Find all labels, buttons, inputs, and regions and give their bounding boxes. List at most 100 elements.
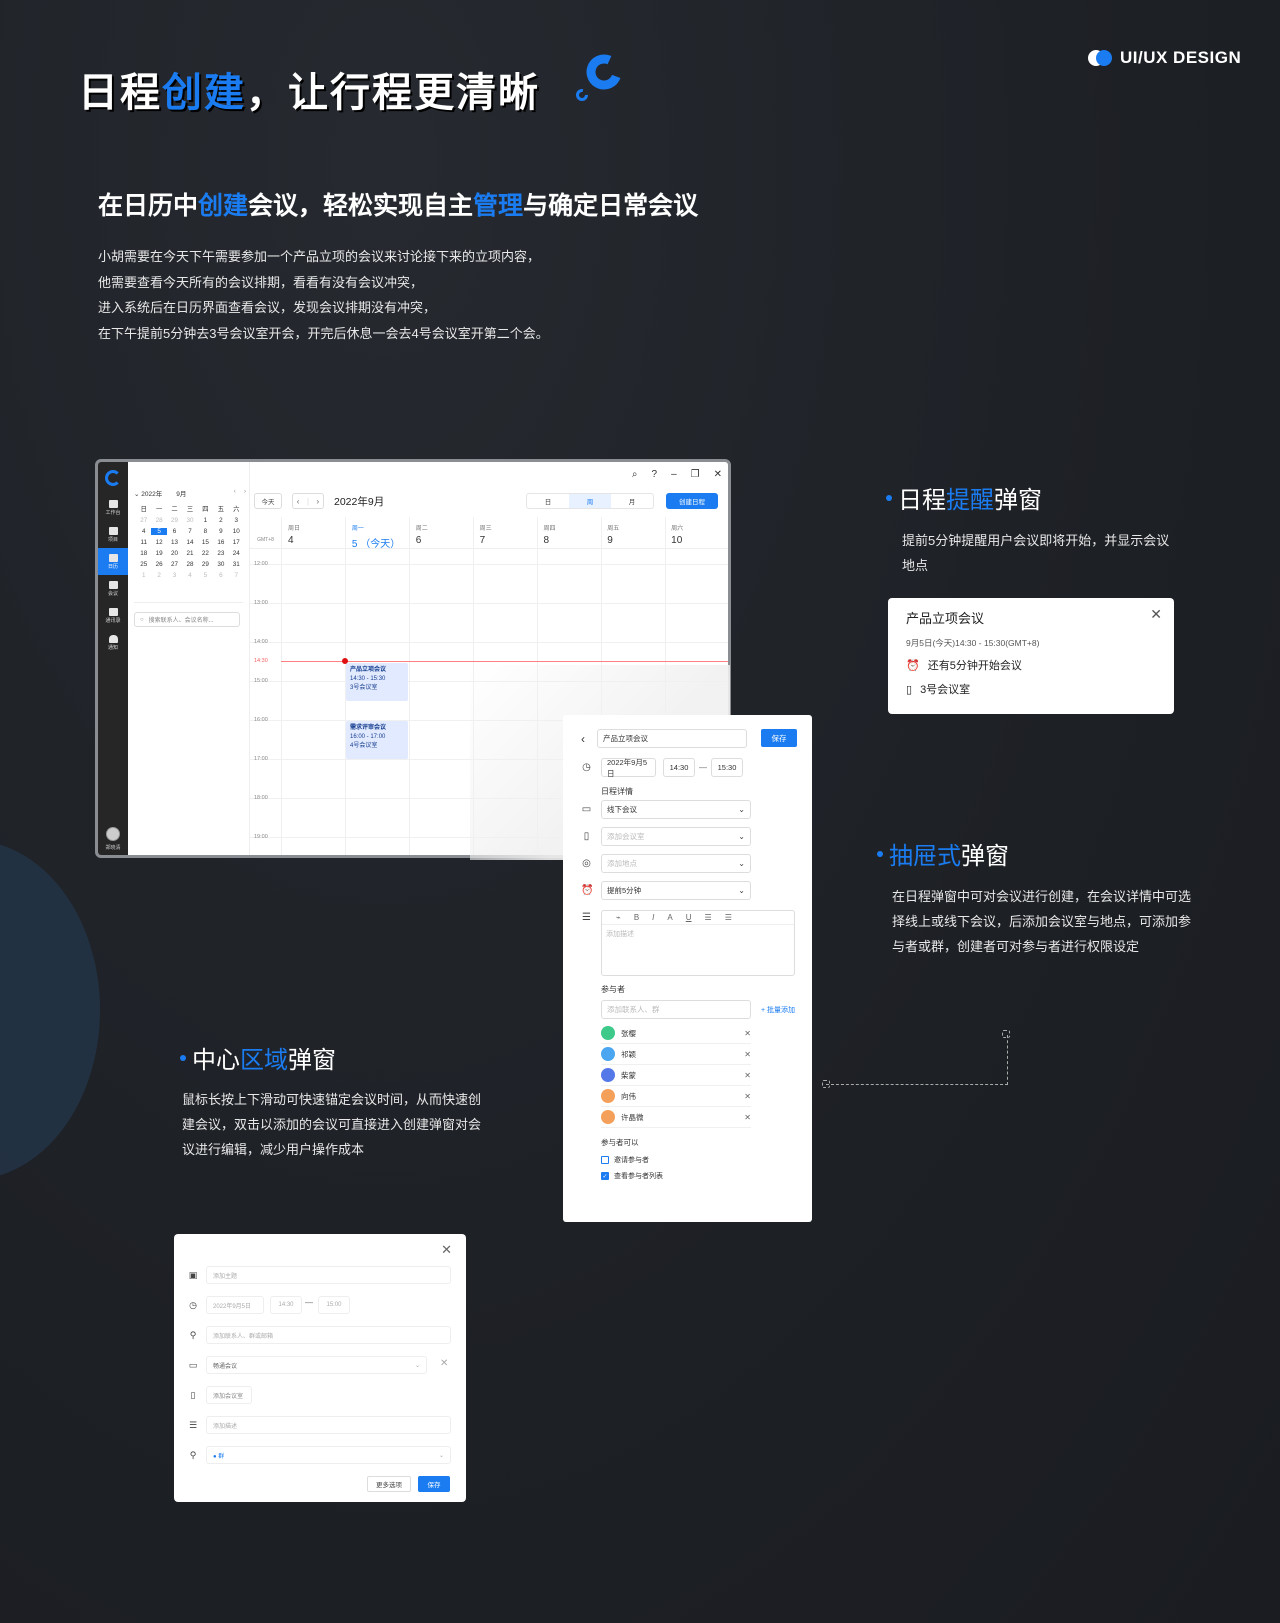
- user-avatar[interactable]: [106, 827, 120, 841]
- link-icon[interactable]: ⌁: [616, 913, 621, 922]
- mini-day[interactable]: 4: [188, 572, 192, 579]
- mini-day[interactable]: 7: [234, 572, 239, 579]
- mini-day[interactable]: 8: [203, 528, 208, 535]
- mini-day[interactable]: 14: [186, 539, 194, 546]
- mini-day[interactable]: 12: [155, 539, 163, 546]
- mini-day[interactable]: 18: [140, 550, 148, 557]
- create-event-button[interactable]: 创建日程: [666, 493, 718, 509]
- mini-day[interactable]: 3: [234, 517, 239, 524]
- meeting-type-select[interactable]: 畅通会议⌄: [206, 1356, 427, 1374]
- mini-day[interactable]: 24: [232, 550, 240, 557]
- subject-input[interactable]: 添加主题: [206, 1266, 451, 1284]
- place-select[interactable]: 添加地点⌄: [601, 854, 751, 873]
- remove-icon[interactable]: ✕: [744, 1028, 751, 1038]
- nav-item-workbench[interactable]: 工作台: [98, 494, 128, 521]
- mini-day[interactable]: 28: [155, 517, 163, 524]
- start-time-input[interactable]: 14:30: [663, 758, 695, 777]
- nav-item-project[interactable]: 项目: [98, 521, 128, 548]
- italic-icon[interactable]: I: [652, 913, 655, 922]
- mini-day[interactable]: 23: [217, 550, 225, 557]
- batch-add-link[interactable]: + 批量添加: [761, 1007, 796, 1014]
- mini-day[interactable]: 30: [186, 517, 194, 524]
- today-button[interactable]: 今天: [254, 493, 282, 509]
- mini-day[interactable]: 16: [217, 539, 225, 546]
- clear-icon[interactable]: ✕: [440, 1358, 449, 1369]
- ordered-list-icon[interactable]: ☰: [724, 913, 732, 922]
- nav-item-notify[interactable]: 通知: [98, 629, 128, 656]
- remove-icon[interactable]: ✕: [744, 1112, 751, 1122]
- minimize-icon[interactable]: –: [671, 469, 677, 480]
- event-title-input[interactable]: 产品立项会议: [597, 729, 747, 748]
- next-week-button[interactable]: ›: [316, 496, 320, 506]
- close-icon[interactable]: ✕: [713, 469, 722, 480]
- remove-icon[interactable]: ✕: [744, 1049, 751, 1059]
- end-time-input[interactable]: 15:30: [711, 758, 743, 777]
- remove-icon[interactable]: ✕: [744, 1070, 751, 1080]
- date-input[interactable]: 2022年9月5日: [601, 758, 656, 778]
- view-list-checkbox[interactable]: ✓查看参与者列表: [601, 1172, 663, 1180]
- mini-day[interactable]: 13: [171, 539, 179, 546]
- underline-icon[interactable]: U: [685, 913, 692, 922]
- more-options-button[interactable]: 更多选项: [367, 1476, 411, 1492]
- mini-next-button[interactable]: ›: [243, 488, 246, 495]
- mini-day[interactable]: 4: [141, 528, 146, 535]
- remove-icon[interactable]: ✕: [744, 1091, 751, 1101]
- font-color-icon[interactable]: A: [667, 913, 673, 922]
- bold-icon[interactable]: B: [633, 913, 640, 922]
- mini-prev-button[interactable]: ‹: [233, 488, 236, 495]
- help-icon[interactable]: ?: [651, 469, 658, 480]
- mini-day[interactable]: 28: [186, 561, 194, 568]
- mini-day[interactable]: 27: [171, 561, 179, 568]
- contact-search-input[interactable]: ○搜索联系人、会议名称...: [134, 612, 240, 627]
- date-input[interactable]: 2022年9月5日: [206, 1296, 264, 1314]
- mini-day[interactable]: 29: [171, 517, 179, 524]
- mini-day[interactable]: 5: [151, 528, 167, 535]
- start-time-input[interactable]: 14:30: [270, 1296, 302, 1314]
- mini-day[interactable]: 15: [201, 539, 209, 546]
- mini-day[interactable]: 10: [232, 528, 240, 535]
- mini-day[interactable]: 6: [219, 572, 223, 579]
- nav-item-contacts[interactable]: 通讯录: [98, 602, 128, 629]
- restore-icon[interactable]: ❐: [690, 469, 700, 480]
- mini-day[interactable]: 30: [217, 561, 225, 568]
- add-room-button[interactable]: 添加会议室: [206, 1386, 252, 1404]
- invite-checkbox[interactable]: 邀请参与者: [601, 1155, 649, 1165]
- year-dropdown[interactable]: ⌄ 2022年: [134, 491, 163, 498]
- attendee-input[interactable]: 添加联系人、群: [601, 1000, 751, 1019]
- mini-day[interactable]: 25: [140, 561, 148, 568]
- search-icon[interactable]: ⌕: [631, 469, 638, 480]
- mini-day[interactable]: 22: [201, 550, 209, 557]
- drawer-save-button[interactable]: 保存: [761, 729, 797, 747]
- mini-day[interactable]: 6: [172, 528, 177, 535]
- mini-day[interactable]: 31: [232, 561, 240, 568]
- description-input[interactable]: 添加描述: [206, 1416, 451, 1434]
- mini-day[interactable]: 17: [232, 539, 240, 546]
- mini-day[interactable]: 26: [155, 561, 163, 568]
- close-icon[interactable]: ✕: [441, 1242, 452, 1257]
- scope-select[interactable]: ● 群⌄: [206, 1446, 451, 1464]
- reminder-select[interactable]: 提前5分钟⌄: [601, 881, 751, 900]
- mini-day[interactable]: 21: [186, 550, 194, 557]
- mini-day[interactable]: 19: [155, 550, 163, 557]
- view-week-tab[interactable]: 周: [569, 494, 611, 508]
- mini-day[interactable]: 2: [219, 517, 223, 524]
- mini-day[interactable]: 9: [219, 528, 223, 535]
- mini-day[interactable]: 29: [201, 561, 209, 568]
- mini-day[interactable]: 5: [203, 572, 208, 579]
- nav-item-meeting[interactable]: 会议: [98, 575, 128, 602]
- mini-day[interactable]: 11: [140, 539, 147, 546]
- nav-item-calendar[interactable]: 日历: [98, 548, 128, 575]
- end-time-input[interactable]: 15:00: [318, 1296, 350, 1314]
- mini-day[interactable]: 7: [188, 528, 192, 535]
- mini-day[interactable]: 1: [141, 572, 146, 579]
- modal-save-button[interactable]: 保存: [418, 1476, 450, 1492]
- prev-week-button[interactable]: ‹: [296, 496, 300, 506]
- view-day-tab[interactable]: 日: [544, 499, 552, 506]
